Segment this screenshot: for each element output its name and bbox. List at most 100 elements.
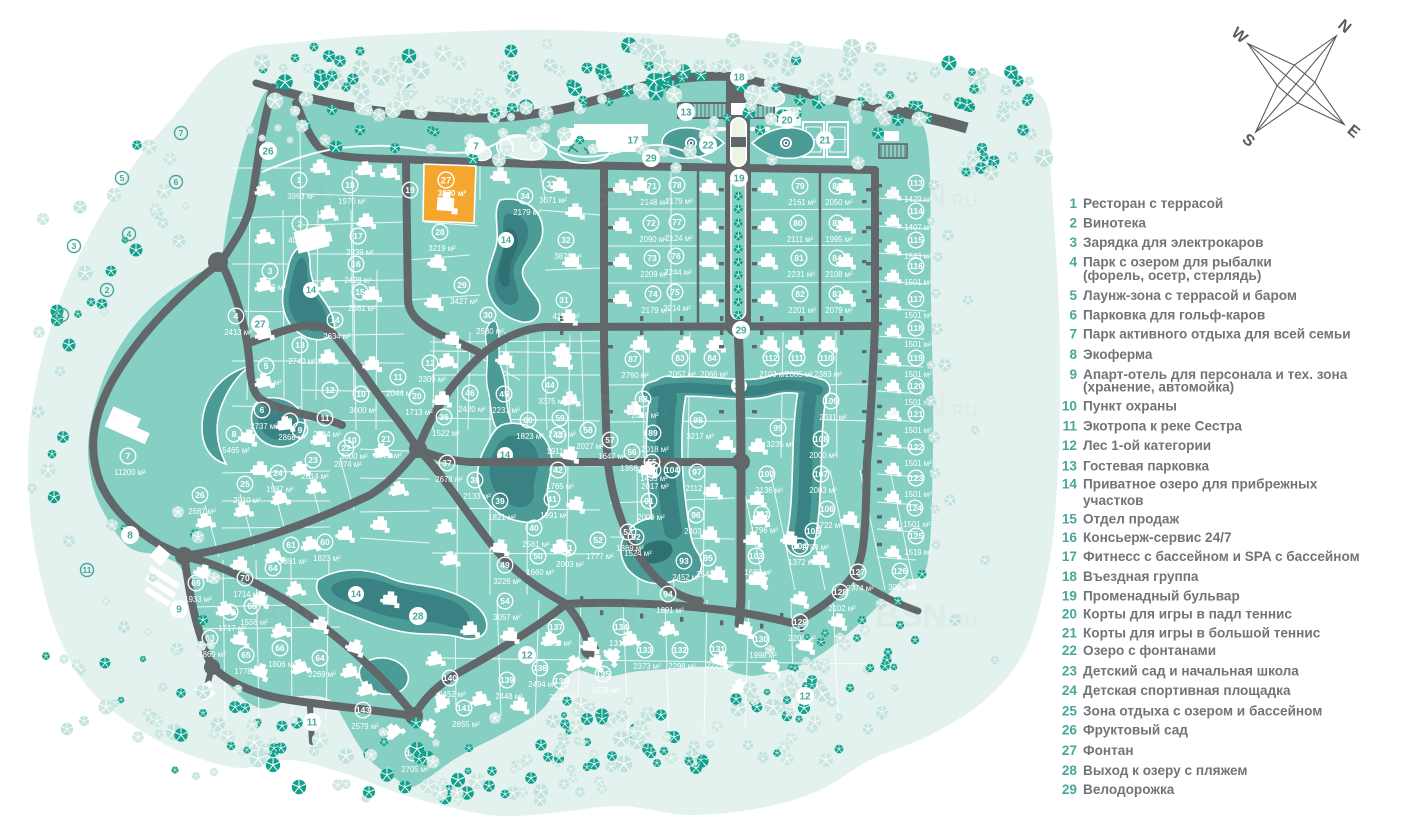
- svg-text:84: 84: [832, 253, 842, 263]
- svg-text:1717 м²: 1717 м²: [218, 624, 246, 633]
- svg-text:20: 20: [781, 115, 793, 126]
- svg-text:11: 11: [83, 565, 92, 575]
- svg-text:24: 24: [1062, 683, 1078, 698]
- svg-text:89: 89: [648, 428, 658, 438]
- svg-text:11: 11: [321, 413, 330, 423]
- svg-text:4098 м²: 4098 м²: [288, 236, 316, 245]
- svg-text:2687 м²: 2687 м²: [188, 507, 216, 516]
- svg-text:143: 143: [356, 705, 370, 715]
- svg-text:Озеро с фонтанами: Озеро с фонтанами: [1083, 643, 1216, 658]
- svg-text:11: 11: [307, 717, 318, 728]
- svg-text:6: 6: [1069, 307, 1077, 322]
- svg-text:54: 54: [500, 596, 510, 606]
- svg-text:1372 м²: 1372 м²: [788, 558, 816, 567]
- svg-text:140: 140: [443, 673, 457, 683]
- svg-text:2179 м²: 2179 м²: [513, 208, 541, 217]
- svg-text:3: 3: [72, 241, 77, 251]
- svg-text:18: 18: [733, 72, 745, 83]
- svg-text:19: 19: [733, 173, 745, 184]
- svg-text:2655 м²: 2655 м²: [452, 720, 480, 729]
- svg-text:138: 138: [533, 663, 547, 673]
- svg-text:6: 6: [174, 177, 179, 187]
- svg-text:27: 27: [254, 319, 266, 330]
- svg-text:Фонтан: Фонтан: [1083, 743, 1134, 758]
- svg-text:1821 м²: 1821 м²: [488, 513, 516, 522]
- svg-text:2591 м²: 2591 м²: [374, 451, 402, 460]
- svg-text:99: 99: [773, 423, 783, 433]
- svg-text:37: 37: [442, 458, 452, 468]
- svg-text:(форель, осетр, стерлядь): (форель, осетр, стерлядь): [1083, 268, 1261, 283]
- svg-text:21: 21: [381, 434, 391, 444]
- svg-text:3219 м²: 3219 м²: [428, 244, 456, 253]
- svg-text:2: 2: [1069, 216, 1077, 231]
- svg-text:участков: участков: [1083, 493, 1144, 508]
- svg-text:12: 12: [521, 650, 533, 661]
- svg-text:21: 21: [1062, 625, 1078, 640]
- svg-text:9: 9: [298, 425, 303, 435]
- svg-text:5: 5: [1069, 288, 1077, 303]
- svg-text:50: 50: [533, 551, 543, 561]
- svg-text:85: 85: [832, 218, 842, 228]
- svg-text:43: 43: [553, 430, 563, 440]
- svg-text:18: 18: [1062, 569, 1078, 584]
- svg-text:29: 29: [1062, 782, 1078, 797]
- svg-text:2010 м²: 2010 м²: [233, 496, 261, 505]
- svg-text:Фитнесс с бассейном и SPA с ба: Фитнесс с бассейном и SPA с бассейном: [1083, 549, 1360, 564]
- svg-text:121: 121: [909, 409, 923, 419]
- svg-text:17: 17: [353, 231, 363, 241]
- svg-text:19: 19: [405, 185, 415, 195]
- svg-text:5: 5: [120, 173, 125, 183]
- svg-text:25: 25: [240, 479, 250, 489]
- svg-text:26: 26: [195, 490, 205, 500]
- svg-text:92: 92: [631, 532, 641, 542]
- svg-text:59: 59: [555, 413, 565, 423]
- svg-text:14: 14: [501, 235, 511, 245]
- svg-text:3963 м²: 3963 м²: [287, 192, 315, 201]
- svg-text:1543 м²: 1543 м²: [904, 252, 932, 261]
- svg-text:2952 м²: 2952 м²: [254, 378, 282, 387]
- svg-text:2174 м²: 2174 м²: [549, 693, 577, 702]
- svg-text:9: 9: [176, 604, 182, 615]
- svg-text:60: 60: [320, 537, 330, 547]
- svg-text:63: 63: [205, 633, 215, 643]
- svg-text:3876 м²: 3876 м²: [554, 252, 582, 261]
- svg-text:104: 104: [665, 465, 679, 475]
- svg-text:Детская спортивная площадка: Детская спортивная площадка: [1083, 683, 1291, 698]
- svg-text:2003 м²: 2003 м²: [556, 560, 584, 569]
- svg-text:10: 10: [356, 389, 366, 399]
- svg-text:12: 12: [799, 691, 811, 702]
- svg-text:109: 109: [824, 396, 838, 406]
- svg-text:119: 119: [909, 353, 923, 363]
- svg-text:68: 68: [247, 601, 257, 611]
- svg-text:14: 14: [1062, 477, 1078, 492]
- svg-text:112: 112: [764, 353, 778, 363]
- svg-text:2014 м²: 2014 м²: [301, 472, 329, 481]
- svg-text:75: 75: [670, 287, 680, 297]
- svg-text:2869 м²: 2869 м²: [198, 650, 226, 659]
- svg-text:24: 24: [273, 468, 283, 478]
- svg-text:108: 108: [814, 434, 828, 444]
- svg-text:13: 13: [295, 340, 305, 350]
- svg-text:126: 126: [893, 566, 907, 576]
- svg-text:94: 94: [663, 589, 673, 599]
- svg-text:2208 м²: 2208 м²: [788, 634, 816, 643]
- svg-text:Экоферма: Экоферма: [1083, 347, 1153, 362]
- svg-text:2428 м²: 2428 м²: [344, 276, 372, 285]
- svg-text:N: N: [1334, 17, 1354, 37]
- svg-text:4: 4: [234, 311, 239, 321]
- svg-text:2413 м²: 2413 м²: [224, 328, 252, 337]
- svg-text:3000 м²: 3000 м²: [340, 452, 368, 461]
- svg-text:22: 22: [341, 443, 351, 453]
- svg-text:122: 122: [909, 442, 923, 452]
- svg-text:2090 м²: 2090 м²: [639, 235, 667, 244]
- svg-text:2737 м²: 2737 м²: [250, 422, 278, 431]
- svg-text:29: 29: [457, 280, 467, 290]
- svg-text:88: 88: [638, 394, 648, 404]
- svg-text:26: 26: [262, 146, 274, 157]
- svg-text:2269 м²: 2269 м²: [308, 670, 336, 679]
- svg-text:11: 11: [394, 372, 403, 382]
- svg-text:2226 м²: 2226 м²: [706, 661, 734, 670]
- svg-text:45: 45: [499, 389, 509, 399]
- svg-text:105: 105: [806, 526, 820, 536]
- svg-text:2239 м²: 2239 м²: [346, 248, 374, 257]
